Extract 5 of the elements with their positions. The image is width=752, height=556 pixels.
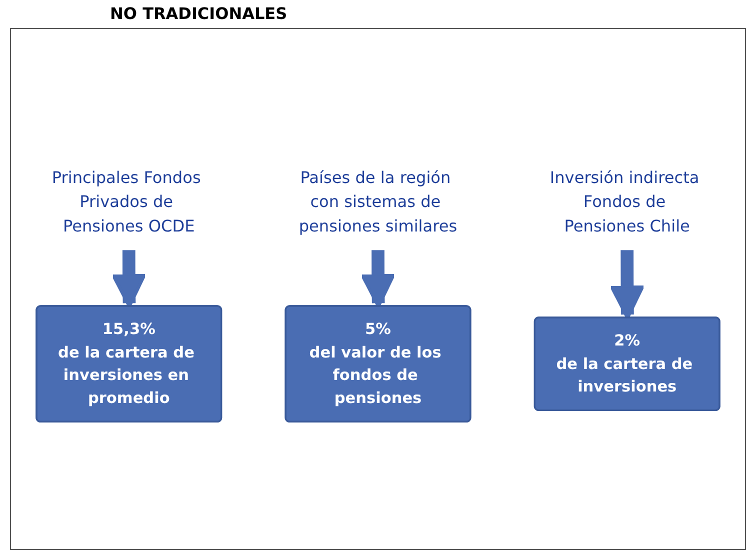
node-text: Países de la región con sistemas de pensiones similares (298, 167, 458, 235)
diagram-title: NO TRADICIONALES (110, 4, 288, 24)
node-text: Inversión indirecta Fondos de Pensiones Chile (550, 167, 700, 235)
node-text: Principales Fondos Privados de Pensiones OCDE (52, 167, 201, 235)
diagram-frame: Principales Fondos Privados de Pensiones OCDE Países de la región con sistemas de pensiones similares Inversión indirecta Fondos de Pensiones Chile 15,3% de la cartera de inversiones en promedio 5% del valor de los fondos de pensiones 2% de la cartera de inversiones (10, 28, 746, 550)
